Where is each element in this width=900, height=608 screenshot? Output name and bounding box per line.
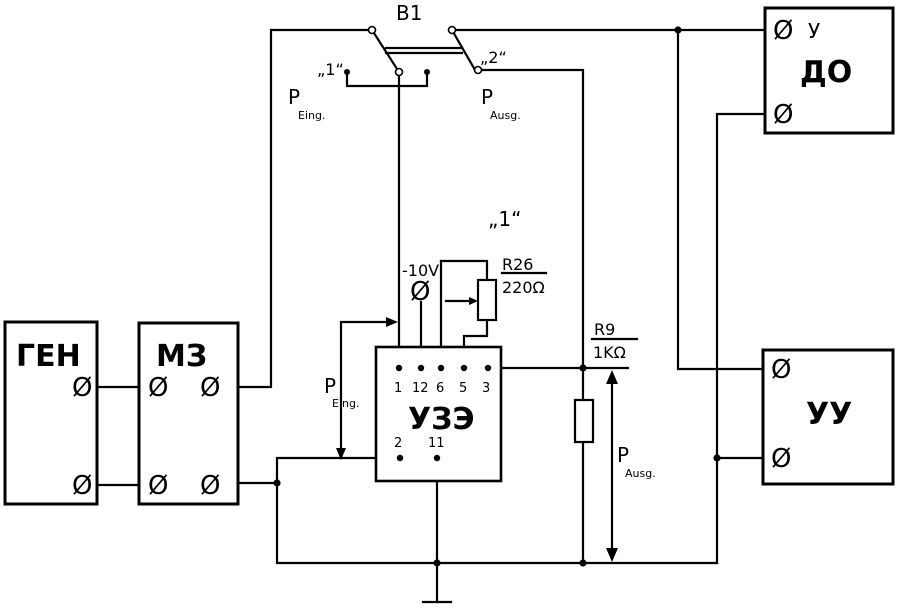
p-in-arrow-right <box>386 317 398 327</box>
p-in-arrow-down <box>336 448 346 460</box>
switch-bridge-1 <box>345 70 429 88</box>
switch-contact-a <box>344 69 350 75</box>
measure-p-in: P <box>324 374 336 398</box>
do-terminal-bottom: Ø <box>773 100 793 130</box>
generator-box <box>3 320 99 506</box>
pin5-label: 5 <box>459 381 467 396</box>
wire-mz-to-switch <box>232 28 374 389</box>
r26-name: R26 <box>502 255 533 274</box>
pin12-dot <box>417 364 425 372</box>
pin3-dot <box>484 364 492 372</box>
switch-p-in: P <box>288 85 300 109</box>
p-in-measure-line <box>339 320 390 460</box>
r26-resistor <box>476 278 498 322</box>
gen-terminal-top: Ø <box>72 373 92 403</box>
pin3-label: 3 <box>482 381 490 396</box>
junction-uu-bottom <box>713 454 721 462</box>
wire-pot-top <box>439 259 489 282</box>
switch-contact-b <box>424 69 430 75</box>
uu-terminal-top: Ø <box>771 355 791 385</box>
switch-pos2-label: „2“ <box>480 48 507 67</box>
minus10v-terminal: Ø <box>410 277 430 307</box>
r9-value: 1KΩ <box>593 343 626 362</box>
uu-label: УУ <box>806 397 852 432</box>
measure-p-out: P <box>617 443 629 467</box>
switch-pivot-1 <box>367 25 377 35</box>
switch-p-out: P <box>481 85 493 109</box>
switch-pivot-2 <box>447 25 457 35</box>
mz-label: МЗ <box>156 339 207 374</box>
p-out-arrow-down <box>606 548 618 562</box>
pin6-dot <box>437 364 445 372</box>
junction-mz-bottom <box>273 479 281 487</box>
mz-box <box>137 321 240 506</box>
setting-label: „1“ <box>488 207 521 231</box>
switch-pos1-label: „1“ <box>317 60 344 79</box>
wiper-arrow <box>469 297 478 305</box>
pin2-dot <box>396 454 404 462</box>
switch-blade-2 <box>450 28 477 72</box>
junction-r9-bottom <box>579 559 587 567</box>
uu-terminal-bottom: Ø <box>771 444 791 474</box>
junction-ground <box>433 559 441 567</box>
switch-p-out-sub: Ausg. <box>490 109 521 122</box>
do-label-top: У <box>808 19 820 43</box>
r9-resistor <box>573 398 595 444</box>
do-box <box>763 6 895 135</box>
pin6-label: 6 <box>436 381 444 396</box>
mz-terminal-in-top: Ø <box>148 373 168 403</box>
gen-terminal-bottom: Ø <box>72 471 92 501</box>
pin5-dot <box>460 364 468 372</box>
measure-p-in-sub: Eing. <box>332 397 359 410</box>
gen-label: ГЕН <box>16 339 81 374</box>
junction-do-top <box>674 26 682 34</box>
pin11-label: 11 <box>428 436 445 451</box>
do-label: ДО <box>800 55 852 90</box>
do-terminal-top: Ø <box>773 16 793 46</box>
r9-name: R9 <box>594 320 615 339</box>
wire-do-uu-top <box>676 28 780 371</box>
switch-contact-1 <box>394 67 404 77</box>
r26-value: 220Ω <box>502 278 545 297</box>
ground-bus <box>275 481 719 565</box>
switch-blade-1 <box>370 28 401 74</box>
mz-terminal-in-bottom: Ø <box>148 471 168 501</box>
p-out-arrow-up <box>606 370 618 384</box>
switch-p-in-sub: Eing. <box>298 109 325 122</box>
pin1-label: 1 <box>394 381 402 396</box>
pin2-label: 2 <box>394 436 402 451</box>
switch-name: B1 <box>396 1 422 25</box>
voltage-label: -10V <box>402 261 439 280</box>
mz-terminal-out-top: Ø <box>200 373 220 403</box>
uze-label: УЗЭ <box>408 402 474 437</box>
junction-r9-top <box>579 364 587 372</box>
pin11-dot <box>433 454 441 462</box>
wire-mz-to-pin2 <box>232 456 402 485</box>
wire-pin5 <box>462 318 489 352</box>
wire-do-uu-bottom <box>715 112 781 565</box>
uu-box <box>761 348 895 486</box>
measure-p-out-sub: Ausg. <box>625 467 656 480</box>
wire-switch-to-r9 <box>476 68 585 565</box>
mz-terminal-out-bottom: Ø <box>200 471 220 501</box>
switch-contact-2 <box>473 65 483 75</box>
pin1-dot <box>395 364 403 372</box>
pin12-label: 12 <box>412 381 429 396</box>
